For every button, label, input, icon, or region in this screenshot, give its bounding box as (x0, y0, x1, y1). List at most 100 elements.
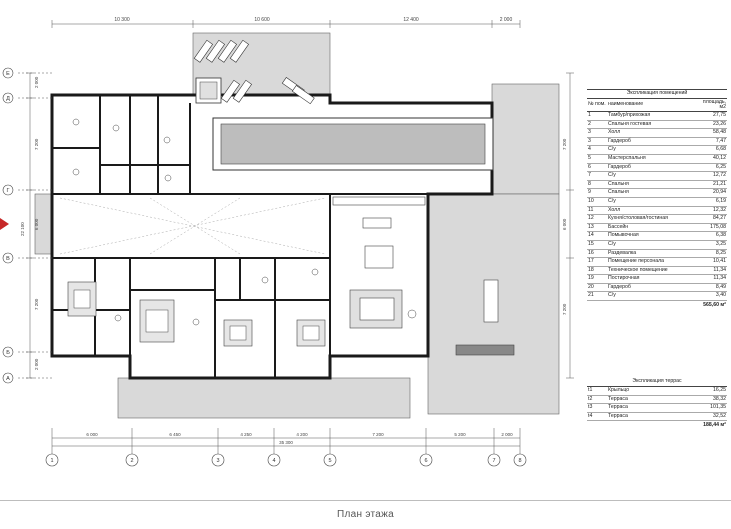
rooms-col-area: площадь, м2 (702, 98, 726, 110)
axis-col-4: 4 (272, 458, 275, 464)
pool-water (220, 123, 486, 165)
right-dimensions (566, 72, 574, 379)
table-cell-name: С/у (608, 197, 616, 204)
table-cell-n: 10 (588, 197, 594, 204)
table-cell-area: 11,34 (713, 275, 726, 282)
table-cell-name: Бассейн (608, 223, 629, 230)
table-cell-n: t4 (588, 412, 593, 419)
hall-ceiling-marks (59, 197, 326, 255)
bottom-dim-5: 7 200 (372, 432, 384, 437)
table-row: 11 Холл 12,32 (587, 207, 727, 216)
table-cell-name: С/у (608, 172, 616, 179)
table-cell-n: 14 (588, 232, 594, 239)
bottom-dim-3: 4 250 (240, 432, 252, 437)
table-cell-n: 11 (588, 206, 594, 213)
bottom-dim-2: 6 450 (169, 432, 181, 437)
left-dimensions (18, 72, 52, 379)
axis-row-a: А (6, 376, 10, 382)
table-cell-name: Раздевалка (608, 249, 637, 256)
table-cell-area: 3,40 (715, 292, 726, 299)
table-row: 7 С/у 12,72 (587, 172, 727, 181)
rooms-table: Экспликация помещений № пом. наименовани… (587, 89, 727, 310)
left-dim-4: 7 200 (34, 298, 39, 310)
table-cell-n: 8 (588, 180, 591, 187)
table-cell-name: Помывочная (608, 232, 639, 239)
top-dim-4: 2 000 (500, 17, 513, 23)
table-cell-name: Холл (608, 206, 621, 213)
table-cell-area: 20,94 (713, 189, 726, 196)
table-cell-n: 20 (588, 283, 594, 290)
table-cell-n: 7 (588, 172, 591, 179)
axis-row-e: Е (6, 71, 10, 77)
table-cell-n: 3 (588, 129, 591, 136)
table-cell-area: 175,08 (710, 223, 726, 230)
column-axes (45, 453, 527, 467)
table-cell-name: С/у (608, 292, 616, 299)
table-row: 14 Помывочная 6,38 (587, 232, 727, 241)
terrace-table-title: Экспликация террас (587, 378, 727, 387)
table-cell-area: 32,52 (713, 412, 726, 419)
table-cell-name: Терраса (608, 395, 628, 402)
table-row: 9 Спальня 20,94 (587, 189, 727, 198)
axis-col-6: 6 (424, 458, 427, 464)
bottom-dimensions (51, 428, 521, 455)
axis-row-b: Б (6, 350, 10, 356)
table-cell-name: Помещение персонала (608, 258, 665, 265)
terrace-right-strip (491, 83, 560, 195)
axis-col-7: 7 (492, 458, 495, 464)
table-cell-n: 9 (588, 189, 591, 196)
axis-row-g: Г (7, 188, 10, 194)
bottom-dim-6: 5 200 (454, 432, 466, 437)
right-dim-3: 7 200 (562, 303, 567, 315)
left-dim-5: 2 000 (34, 358, 39, 370)
table-cell-area: 12,32 (713, 206, 726, 213)
table-cell-name: Спальня гостевая (608, 120, 652, 127)
axis-col-3: 3 (216, 458, 219, 464)
top-dim-3: 12 400 (403, 17, 419, 23)
table-cell-area: 12,72 (713, 172, 726, 179)
entrance-marker-icon (0, 218, 9, 230)
rooms-table-total: 565,60 м² (703, 302, 726, 309)
table-cell-n: 1 (588, 112, 591, 118)
row-axes (2, 67, 14, 384)
table-cell-area: 6,38 (715, 232, 726, 239)
table-cell-name: Тамбур/прихожая (608, 112, 651, 118)
table-cell-n: 6 (588, 163, 591, 170)
table-cell-n: t2 (588, 395, 593, 402)
table-cell-n: 2 (588, 120, 591, 127)
table-cell-n: t1 (588, 387, 593, 393)
table-cell-area: 38,32 (713, 395, 726, 402)
right-dim-2: 6 000 (562, 218, 567, 230)
table-cell-area: 6,25 (715, 163, 726, 170)
axis-row-d: Д (6, 96, 10, 102)
interior-walls (52, 95, 428, 378)
table-cell-area: 11,34 (713, 266, 726, 273)
rooms-table-title: Экспликация помещений (587, 90, 727, 99)
table-cell-area: 16,25 (713, 387, 726, 393)
table-cell-n: 3 (588, 137, 591, 144)
table-cell-name: Спальня (608, 189, 629, 196)
table-cell-name: Постирочная (608, 275, 640, 282)
axis-col-1: 1 (50, 458, 53, 464)
left-dim-3: 6 000 (34, 218, 39, 230)
table-row: t2 Терраса 38,32 (587, 396, 727, 405)
table-cell-name: Кухня/столовая/гостиная (608, 215, 668, 222)
left-dim-1: 2 000 (34, 76, 39, 88)
table-cell-area: 6,68 (715, 146, 726, 153)
table-cell-n: 17 (588, 258, 594, 265)
living-furniture (332, 196, 515, 356)
table-cell-area: 3,25 (715, 240, 726, 247)
